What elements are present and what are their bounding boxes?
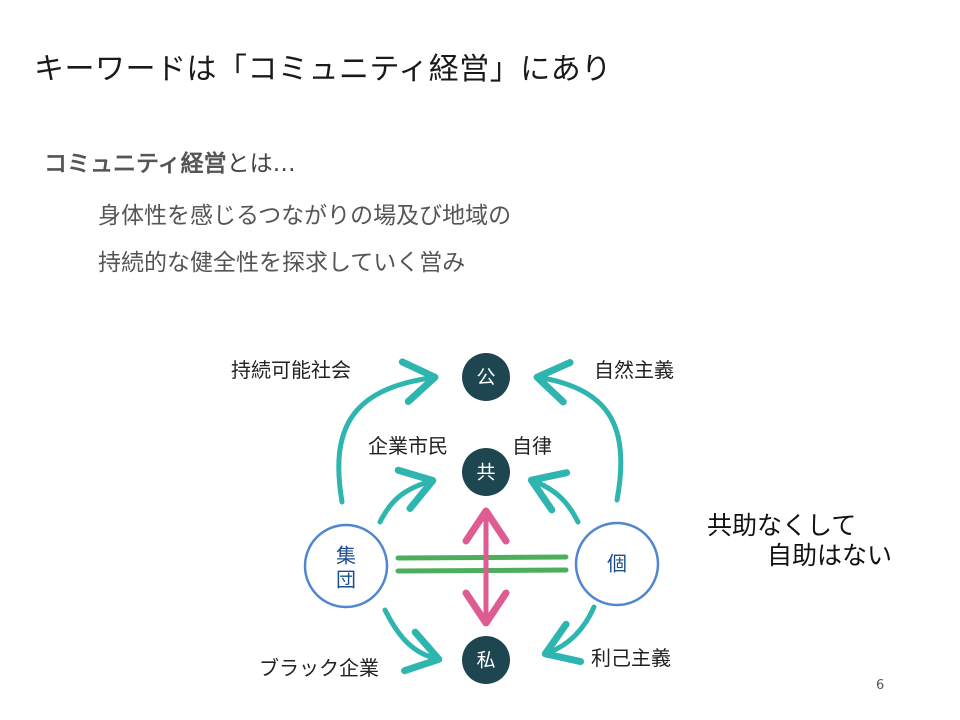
- arrow-individual-to-common: [527, 469, 581, 525]
- label-sustainable-society: 持続可能社会: [231, 358, 351, 382]
- node-individual: [574, 521, 660, 607]
- node-public: [462, 353, 510, 401]
- arrow-individual-to-public: [533, 359, 624, 503]
- label-autonomy: 自律: [512, 434, 552, 458]
- node-individual-label: 個: [607, 552, 627, 576]
- definition-term: コミュニティ経営: [44, 151, 227, 177]
- node-group-label-1: 集: [336, 544, 356, 568]
- arrow-individual-to-private: [541, 604, 597, 666]
- arrow-group-to-common: [377, 466, 437, 525]
- node-private: [462, 636, 510, 684]
- link-bar-lower: [395, 567, 569, 574]
- arrow-group-to-public: [336, 358, 439, 505]
- side-text-line-1: 共助なくして: [707, 511, 857, 540]
- definition-heading: コミュニティ経営とは…: [44, 144, 296, 178]
- definition-line-1: 身体性を感じるつながりの場及び地域の: [98, 203, 512, 229]
- label-naturalism: 自然主義: [594, 358, 674, 382]
- node-common: [462, 448, 510, 496]
- slide-title: キーワードは「コミュニティ経営」にあり: [34, 52, 612, 87]
- node-public-label: 公: [476, 367, 495, 389]
- side-text-line-2: 自助はない: [767, 541, 893, 570]
- link-bar-upper: [395, 554, 569, 561]
- node-private-label: 私: [476, 650, 495, 672]
- label-black-company: ブラック企業: [259, 656, 379, 680]
- node-common-label: 共: [476, 462, 495, 484]
- arrow-group-to-private: [382, 607, 443, 675]
- label-corporate-citizen: 企業市民: [368, 434, 448, 458]
- node-group: [303, 523, 389, 609]
- definition-line-2: 持続的な健全性を探求していく営み: [98, 250, 466, 276]
- node-group-label-2: 団: [336, 568, 356, 592]
- page-number: 6: [876, 678, 885, 693]
- definition-suffix: とは…: [226, 151, 296, 177]
- label-egoism: 利己主義: [591, 646, 671, 670]
